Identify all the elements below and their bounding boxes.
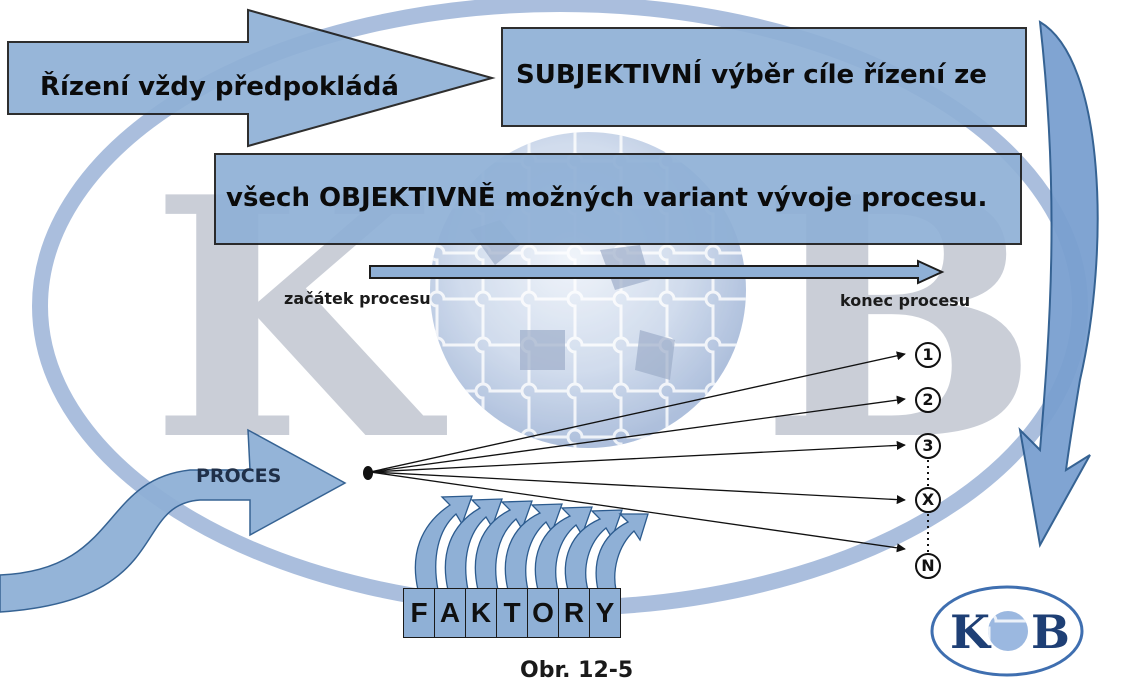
figure-caption: Obr. 12-5 [520,658,634,683]
headline-arrow [7,8,496,148]
outcome-circle-x [915,487,941,513]
factor-arrow [564,509,623,591]
factor-arrow [504,503,563,591]
outcome-label-x: X [921,490,935,509]
return-curved-arrow [1018,20,1099,548]
branch-arrow-3 [369,440,906,473]
factor-arrow [474,500,533,591]
timeline-arrow [369,259,945,285]
kob-logo-k: K [950,605,992,659]
factor-letter: O [527,588,559,638]
outcome-circle-1 [915,342,941,368]
branch-arrow-1 [369,351,906,473]
factor-arrow [595,513,649,591]
factor-arrows [414,495,649,591]
factor-letter: F [403,588,435,638]
branch-arrow-n [369,471,906,553]
factor-letter: K [465,588,497,638]
factor-letter: R [558,588,590,638]
objective-box-text: všech OBJEKTIVNĚ možných variant vývoje … [226,183,988,213]
outcome-label-n: N [921,556,935,575]
outcome-label-2: 2 [922,390,934,409]
outcome-circle-n [915,553,941,579]
branch-arrows [369,351,906,553]
timeline-end-label: konec procesu [840,291,971,310]
factor-letter: T [496,588,528,638]
kob-logo: K B [930,585,1084,677]
factor-arrow [444,498,503,591]
process-label: PROCES [196,465,282,487]
headline-text: Řízení vždy předpokládá [40,72,399,102]
outcome-label-3: 3 [922,436,934,455]
branch-arrow-2 [369,395,906,473]
outcome-circles [915,342,941,579]
box-objective [214,153,1022,245]
timeline-start-label: začátek procesu [284,289,431,308]
outcome-label-1: 1 [922,345,934,364]
factor-letter: A [434,588,466,638]
subjective-box-text: SUBJEKTIVNÍ výběr cíle řízení ze [516,60,987,90]
factor-arrow [414,495,473,591]
outcome-circle-2 [915,387,941,413]
kob-logo-b: B [1031,605,1070,659]
branch-arrow-x [369,471,906,505]
factor-letter: Y [589,588,621,638]
process-arrow [0,428,347,613]
factor-arrow [534,506,593,591]
box-subjective [501,27,1027,127]
outcome-circle-3 [915,433,941,459]
process-point [363,466,373,480]
